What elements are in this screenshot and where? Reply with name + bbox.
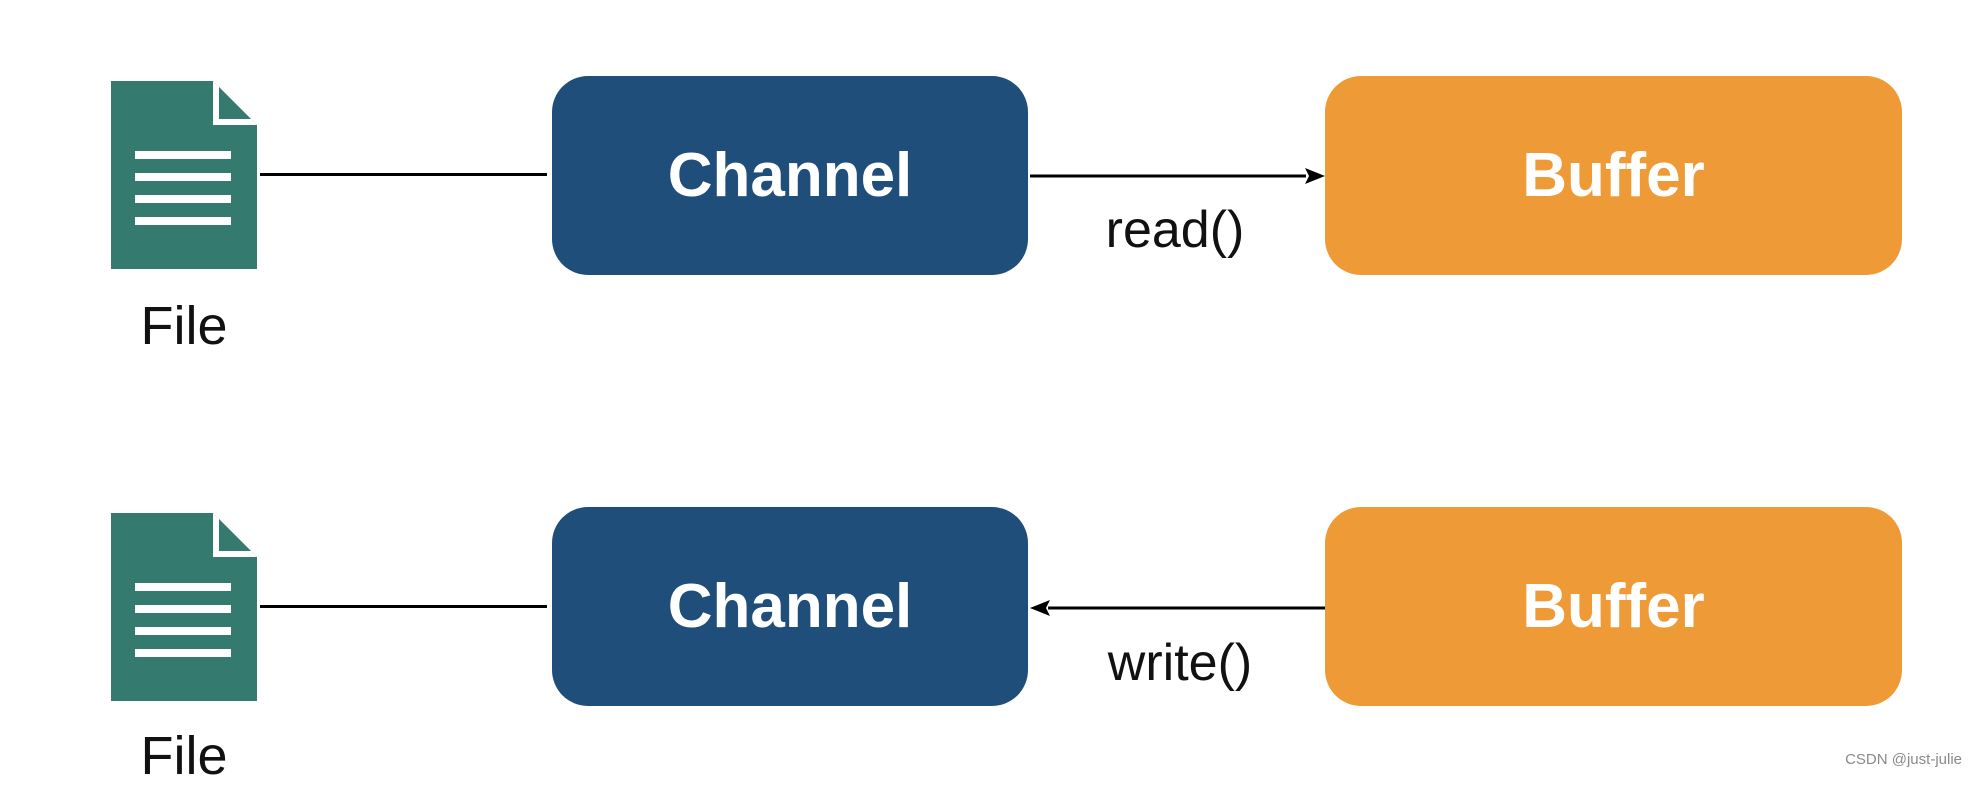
buffer-label: Buffer	[1522, 572, 1705, 641]
file-label: File	[140, 296, 228, 356]
file-label: File	[140, 726, 228, 786]
write-arrow	[1030, 600, 1325, 616]
channel-box: Channel	[552, 507, 1028, 706]
file-channel-connector	[260, 173, 547, 176]
channel-box: Channel	[552, 76, 1028, 275]
buffer-box: Buffer	[1325, 76, 1902, 275]
watermark-text: CSDN @just-julie	[1845, 751, 1962, 768]
buffer-box: Buffer	[1325, 507, 1902, 706]
read-label: read()	[1105, 201, 1245, 259]
file-icon	[111, 81, 257, 269]
channel-label: Channel	[667, 141, 913, 210]
buffer-label: Buffer	[1522, 141, 1705, 210]
read-arrow	[1030, 168, 1325, 184]
file-icon	[111, 513, 257, 701]
channel-label: Channel	[667, 572, 913, 641]
write-label: write()	[1107, 634, 1253, 692]
file-channel-connector	[260, 605, 547, 608]
